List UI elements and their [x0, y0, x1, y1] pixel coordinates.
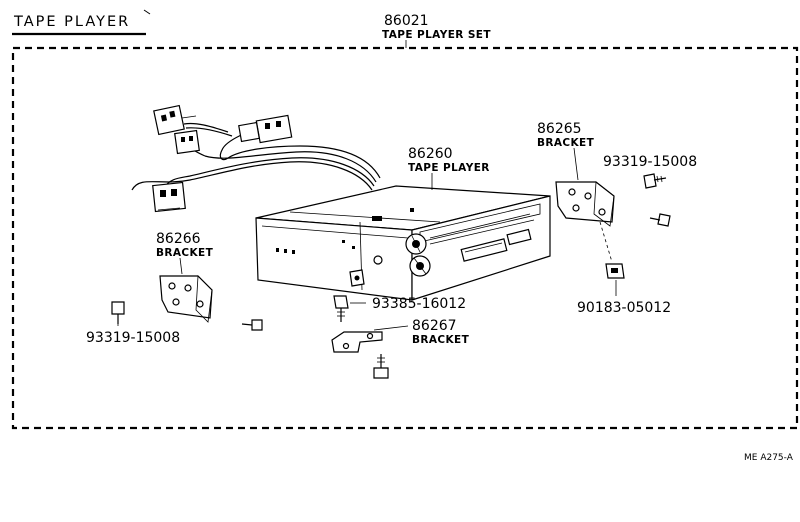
harness-connector-right: [238, 114, 293, 144]
bracket-right-name: BRACKET: [537, 137, 595, 149]
corner-tick: [143, 9, 151, 15]
screw-right-number: 93319-15008: [603, 154, 697, 170]
player-name: TAPE PLAYER: [408, 162, 490, 174]
set-boundary: [11, 46, 799, 430]
set-name: TAPE PLAYER SET: [382, 29, 491, 41]
bolt-bottom-number: 93385-16012: [372, 296, 466, 312]
bracket-bottom-number: 86267: [412, 318, 457, 334]
screw-left-number: 93319-15008: [86, 330, 180, 346]
footer-code: ME A275-A: [744, 453, 794, 463]
bolt-bottom-icon: [333, 295, 349, 322]
bracket-bottom-part: [331, 331, 383, 353]
screw-right-icon: [643, 173, 667, 189]
bracket-left-number: 86266: [156, 231, 201, 247]
nut-icon: [605, 263, 625, 279]
wire-harness: [131, 122, 381, 191]
bracket-bottom-name: BRACKET: [412, 334, 470, 346]
harness-connector-bottom: [152, 181, 186, 213]
bracket-right-leader: [573, 147, 579, 181]
bracket-right-part: [555, 181, 615, 227]
bracket-left-leader: [179, 257, 183, 275]
tape-player-unit: [255, 185, 551, 301]
diagram-title: TAPE PLAYER: [13, 14, 130, 30]
screw-right-lower-icon: [649, 213, 671, 227]
bracket-bottom-leader: [373, 325, 409, 331]
nut-dash-leader: [599, 221, 613, 263]
harness-connector-mid: [174, 129, 200, 155]
bracket-left-name: BRACKET: [156, 247, 214, 259]
nut-number: 90183-05012: [577, 300, 671, 316]
player-number: 86260: [408, 146, 453, 162]
screw-left-lower-icon: [241, 319, 263, 331]
bolt-bottom-lower-icon: [373, 354, 389, 379]
bracket-right-number: 86265: [537, 121, 582, 137]
harness-connector-top: [153, 104, 197, 136]
set-number: 86021: [384, 13, 429, 29]
bracket-left-part: [159, 275, 213, 323]
